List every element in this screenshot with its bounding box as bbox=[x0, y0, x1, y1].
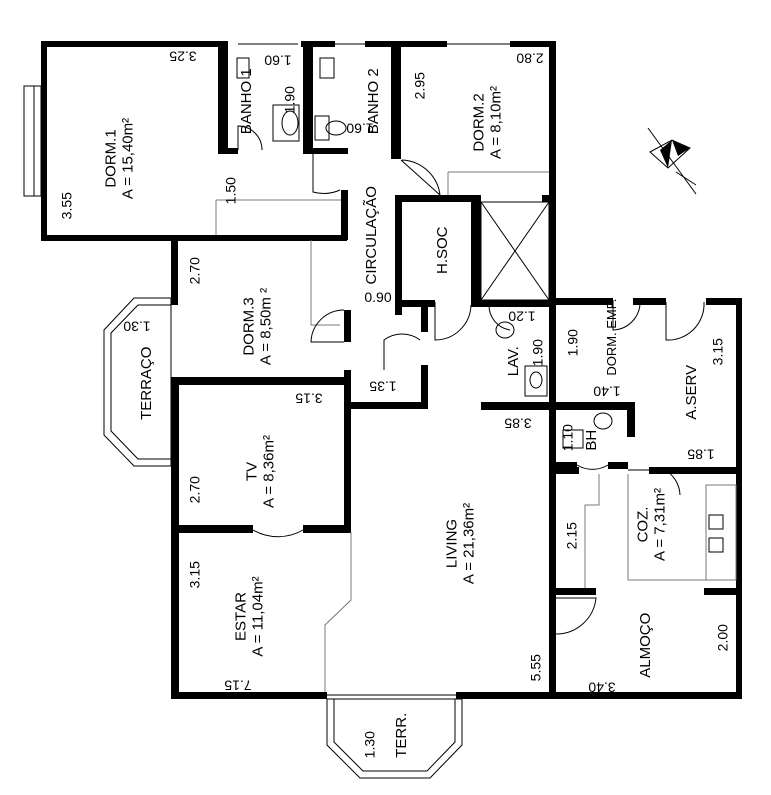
room-name: COZ. bbox=[634, 506, 652, 543]
terraces bbox=[103, 297, 463, 779]
dim-2-95: 2.95 bbox=[411, 72, 428, 100]
room-name: ESTAR bbox=[232, 592, 250, 641]
room-label-tv: TV A = 8,36m² bbox=[243, 417, 278, 527]
room-label-dorm3: DORM.3 A = 8,50m ² bbox=[240, 267, 275, 387]
dim-1-35: 1.35 bbox=[369, 378, 397, 395]
north-arrow-icon bbox=[647, 127, 697, 195]
room-area: A = 8,36m² bbox=[260, 435, 277, 508]
room-label-hsoc: H.SOC bbox=[433, 226, 451, 275]
room-label-lav: LAV. bbox=[504, 346, 522, 377]
room-label-terr: TERR. bbox=[392, 712, 410, 758]
dim-1-50: 1.50 bbox=[222, 177, 239, 205]
windows bbox=[23, 43, 740, 680]
room-area: A = 15,40m² bbox=[119, 117, 136, 200]
dim-3-15-estar: 3.15 bbox=[186, 561, 203, 589]
room-area: A = 8,10m² bbox=[487, 86, 504, 159]
room-label-coz: COZ. A = 7,31m² bbox=[634, 470, 669, 580]
dim-3-55: 3.55 bbox=[58, 192, 75, 220]
dim-1-90-dormemp: 1.90 bbox=[564, 329, 581, 357]
room-label-dorm2: DORM.2 A = 8,10m² bbox=[470, 63, 505, 183]
room-label-dorm-emp: DORM. EMP. bbox=[603, 298, 619, 376]
dim-3-40: 3.40 bbox=[588, 679, 616, 696]
room-label-living: LIVING A = 21,36m² bbox=[443, 479, 478, 609]
dim-3-15-aserv: 3.15 bbox=[709, 338, 726, 366]
room-area: A = 8,50m ² bbox=[257, 287, 274, 366]
room-area: A = 11,04m² bbox=[249, 576, 266, 657]
room-label-circulacao: CIRCULAÇÃO bbox=[362, 186, 380, 285]
room-name: DORM.2 bbox=[470, 93, 488, 152]
dim-1-60-banho1: 1.60 bbox=[264, 52, 292, 69]
details bbox=[215, 57, 737, 692]
room-label-dorm1: DORM.1 A = 15,40m² bbox=[102, 99, 137, 219]
dim-2-80: 2.80 bbox=[516, 50, 544, 67]
room-name: DORM.1 bbox=[102, 129, 120, 188]
dim-1-90-banho1: 1.90 bbox=[281, 86, 298, 114]
dim-3-25: 3.25 bbox=[169, 48, 197, 65]
dim-1-60-banho2: 1.60 bbox=[346, 120, 374, 137]
room-label-bh: BH bbox=[582, 429, 600, 451]
dim-2-15: 2.15 bbox=[563, 522, 580, 550]
dim-2-00: 2.00 bbox=[714, 624, 731, 652]
dim-3-15-tv: 3.15 bbox=[295, 390, 323, 407]
dim-1-40: 1.40 bbox=[593, 383, 621, 400]
dim-1-30-terraco: 1.30 bbox=[123, 318, 151, 335]
walls bbox=[41, 41, 742, 699]
room-label-estar: ESTAR A = 11,04m² bbox=[232, 557, 267, 677]
dim-1-10: 1.10 bbox=[559, 424, 576, 452]
room-label-terraco: TERRAÇO bbox=[137, 346, 155, 420]
dim-3-85: 3.85 bbox=[504, 415, 532, 432]
room-area: A = 21,36m² bbox=[460, 502, 477, 585]
dim-7-15: 7.15 bbox=[224, 677, 252, 694]
room-name: DORM.3 bbox=[240, 297, 258, 356]
doors bbox=[237, 125, 705, 635]
room-name: TV bbox=[243, 461, 261, 482]
dim-2-70-tv: 2.70 bbox=[186, 476, 203, 504]
room-area: A = 7,31m² bbox=[651, 488, 668, 561]
room-name: LIVING bbox=[443, 518, 461, 569]
room-label-banho1: BANHO 1 bbox=[237, 68, 255, 135]
room-label-aserv: A.SERV bbox=[682, 364, 700, 420]
room-label-almoco: ALMOÇO bbox=[636, 612, 654, 678]
dim-0-90: 0.90 bbox=[364, 289, 392, 305]
dim-1-90-lav: 1.90 bbox=[529, 339, 546, 367]
dim-1-30-terr: 1.30 bbox=[361, 731, 378, 759]
dim-1-85: 1.85 bbox=[687, 446, 715, 463]
dim-1-20: 1.20 bbox=[508, 308, 536, 325]
dim-2-70-dorm3: 2.70 bbox=[186, 257, 203, 285]
dim-5-55: 5.55 bbox=[527, 654, 544, 682]
